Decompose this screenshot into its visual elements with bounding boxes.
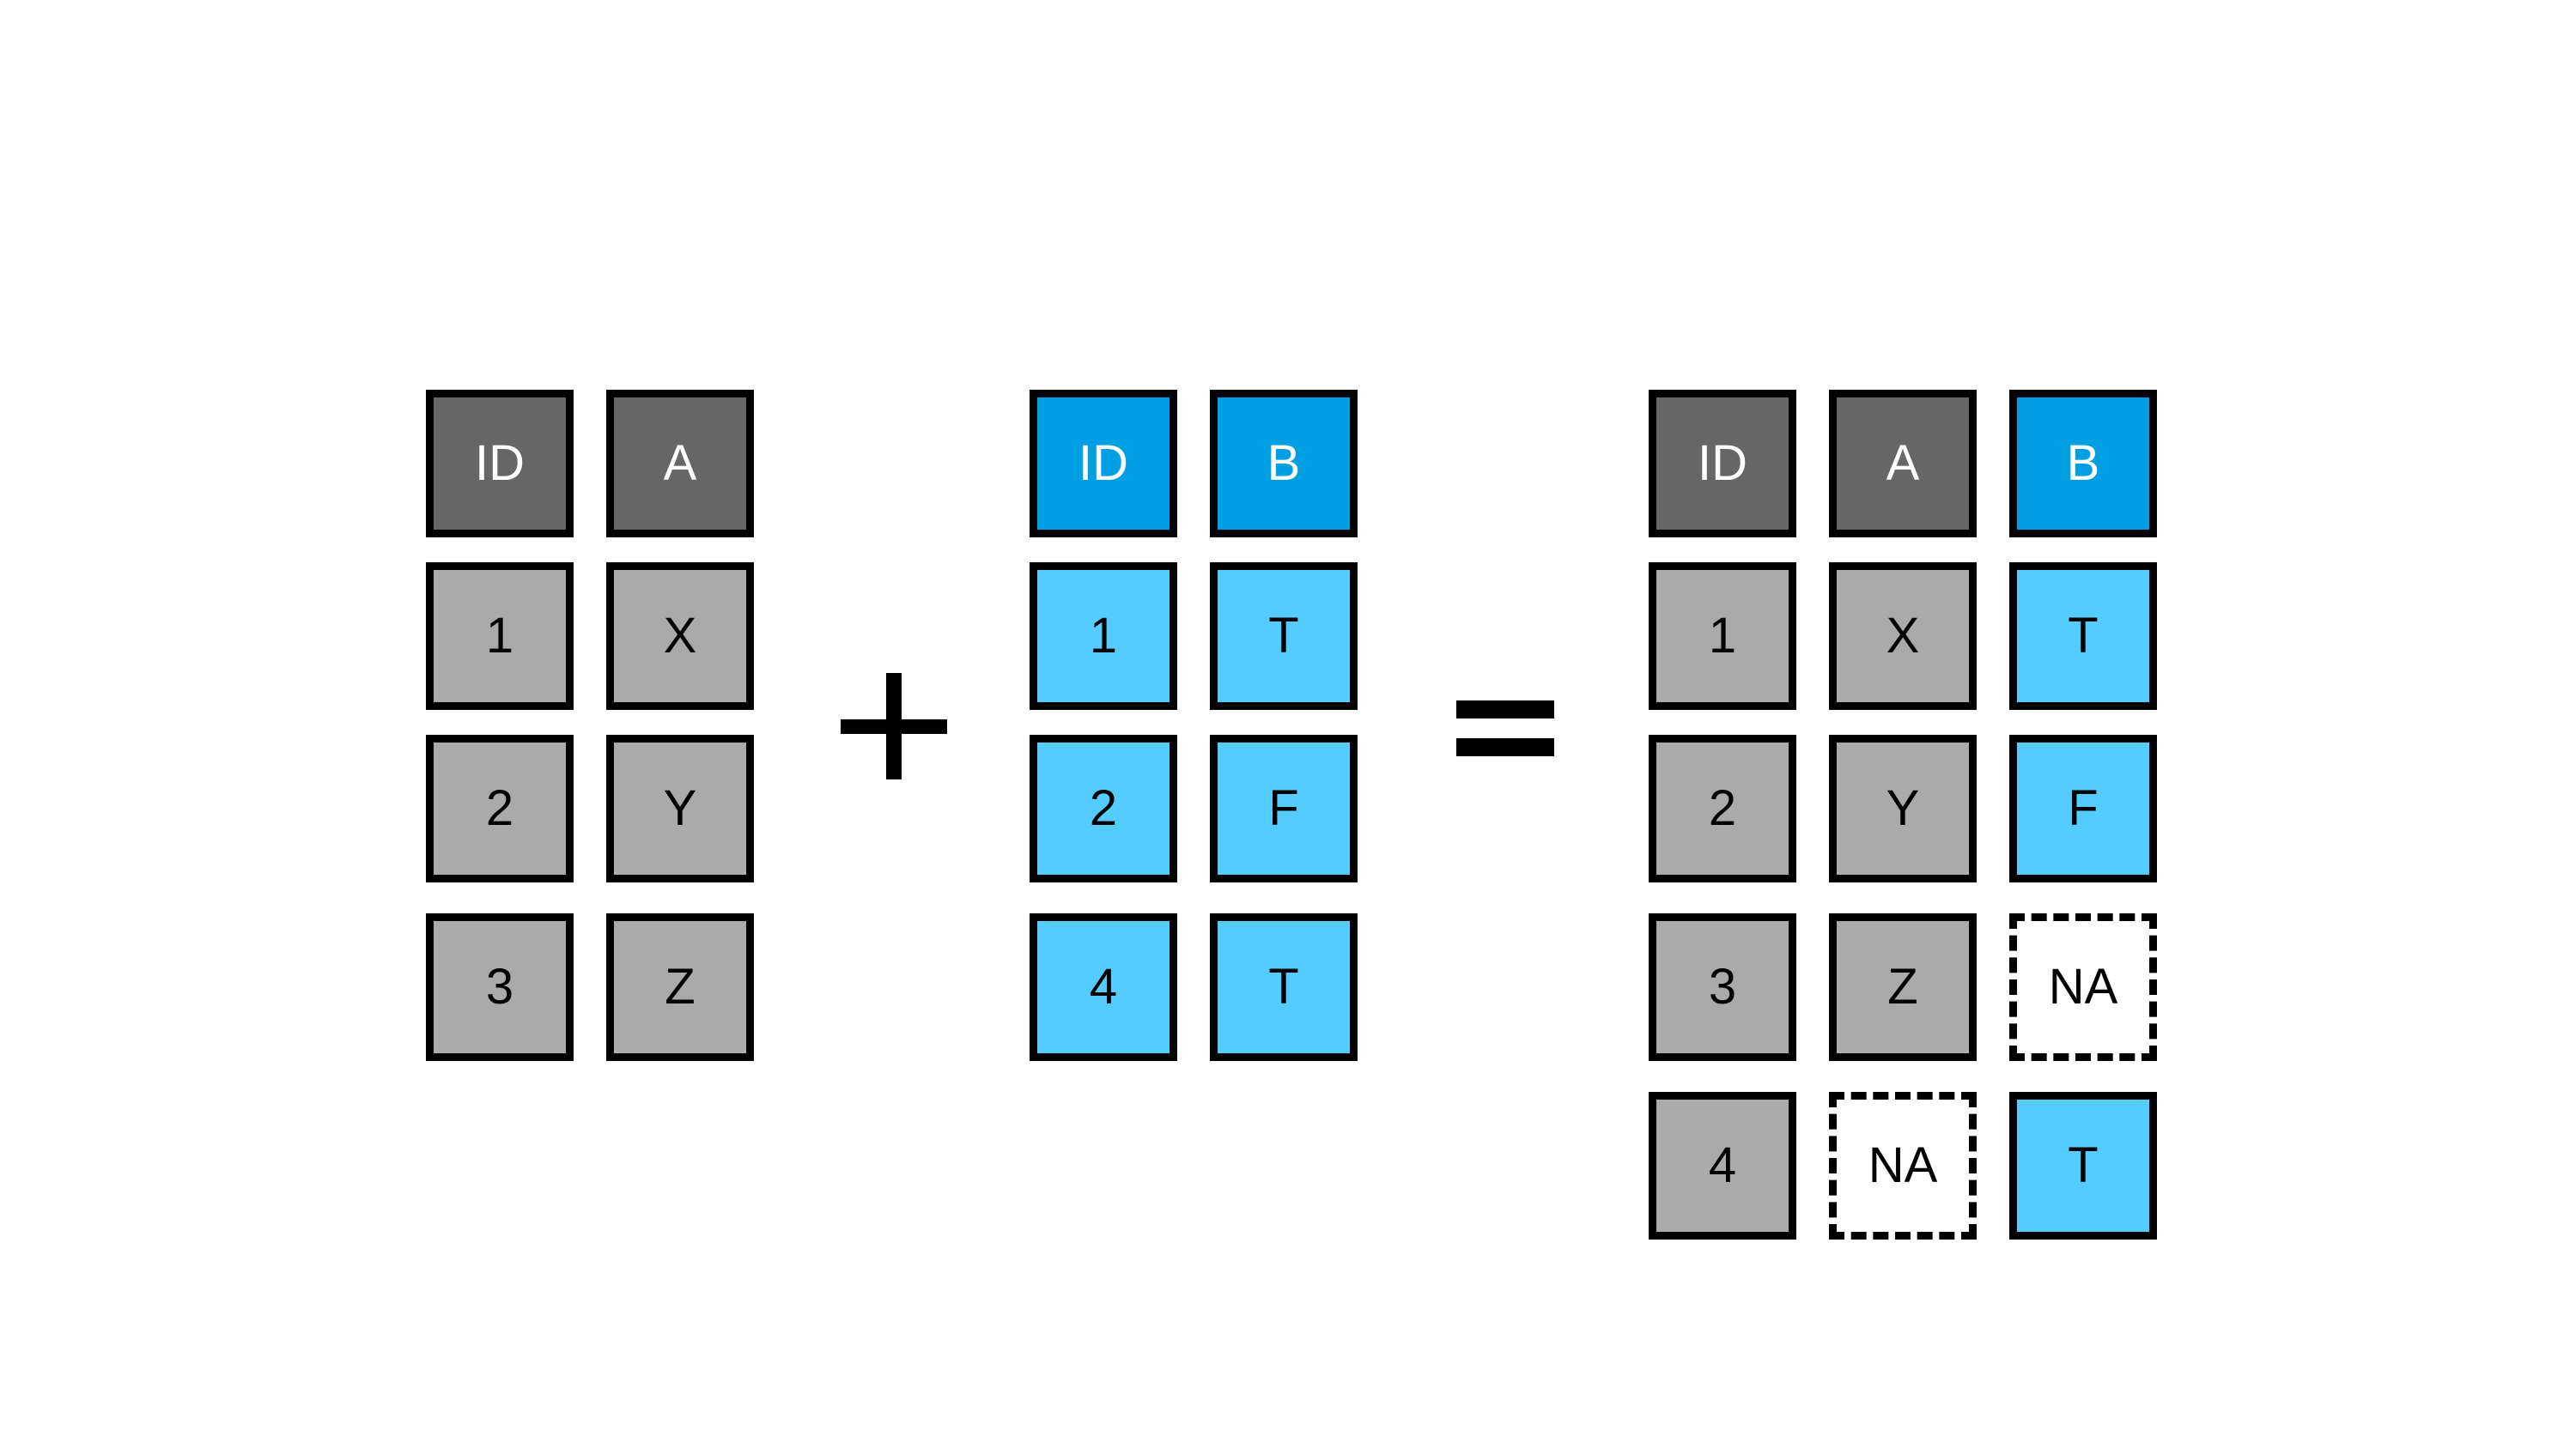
table-result-header-id: ID [1649, 390, 1796, 537]
plus-sign-vertical-bar [886, 673, 902, 779]
table-result-cell: Y [1829, 735, 1977, 882]
table-left-cell: 3 [426, 913, 574, 1061]
table-left-cell: Z [606, 913, 754, 1061]
table-right-cell: 4 [1030, 913, 1177, 1061]
table-left-cell: Y [606, 735, 754, 882]
table-right-header-id: ID [1030, 390, 1177, 537]
equals-sign-top-bar [1456, 700, 1554, 718]
table-left-cell: 2 [426, 735, 574, 882]
table-result-cell: 4 [1649, 1092, 1796, 1240]
table-right-cell: 2 [1030, 735, 1177, 882]
table-result-cell: 1 [1649, 562, 1796, 710]
table-result-cell: F [2009, 735, 2157, 882]
table-left-cell: X [606, 562, 754, 710]
table-left-cell: 1 [426, 562, 574, 710]
table-result-cell: Z [1829, 913, 1977, 1061]
table-result-header-b: B [2009, 390, 2157, 537]
table-left-header-id: ID [426, 390, 574, 537]
table-right-cell: 1 [1030, 562, 1177, 710]
table-result-header-a: A [1829, 390, 1977, 537]
table-right-cell: T [1210, 913, 1358, 1061]
table-result-cell: 3 [1649, 913, 1796, 1061]
table-right-cell: T [1210, 562, 1358, 710]
equals-sign-bottom-bar [1456, 738, 1554, 756]
table-result-cell: T [2009, 562, 2157, 710]
table-result-cell: T [2009, 1092, 2157, 1240]
table-result-cell: X [1829, 562, 1977, 710]
table-result-cell: 2 [1649, 735, 1796, 882]
table-result-na-cell: NA [2009, 913, 2157, 1061]
table-right-header-b: B [1210, 390, 1358, 537]
table-result-na-cell: NA [1829, 1092, 1977, 1240]
table-left-header-a: A [606, 390, 754, 537]
table-right-cell: F [1210, 735, 1358, 882]
